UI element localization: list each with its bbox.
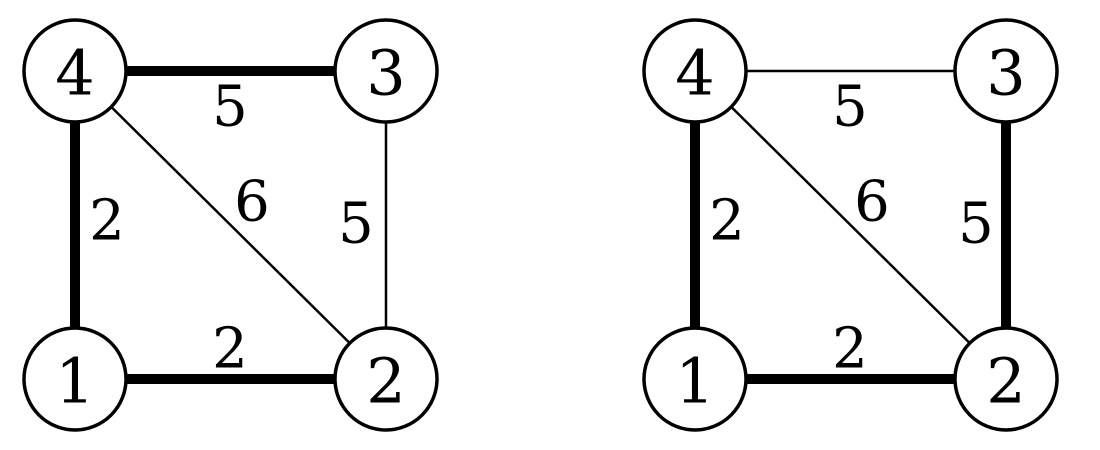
node-label-1: 1: [675, 345, 714, 418]
edge-weight-label-4-1: 2: [89, 189, 125, 254]
edge-weight-label-4-1: 2: [709, 189, 745, 254]
edge-4-2: [730, 105, 971, 345]
graph-left-edge-labels: 5 2 2 6 5: [89, 75, 374, 382]
node-circle-4[interactable]: [642, 18, 748, 124]
node-label-3: 3: [366, 37, 405, 110]
graph-left-edges: [70, 66, 388, 384]
graph-right-edges: [690, 69, 1011, 384]
edge-weight-label-1-2: 2: [212, 317, 248, 382]
node-label-2: 2: [366, 345, 405, 418]
node-2[interactable]: 2: [333, 326, 439, 432]
graph-right: 5 2 2 6 5 4 3 1 2: [642, 18, 1059, 432]
edge-weight-label-4-3: 5: [212, 75, 248, 140]
node-label-2: 2: [986, 345, 1025, 418]
edge-weight-label-3-2: 5: [958, 192, 994, 257]
node-label-4: 4: [55, 37, 94, 110]
graph-right-edge-labels: 5 2 2 6 5: [709, 75, 994, 382]
edge-weight-label-4-2: 6: [234, 170, 270, 235]
node-1[interactable]: 1: [22, 326, 128, 432]
node-circle-3[interactable]: [953, 18, 1059, 124]
node-4[interactable]: 4: [22, 18, 128, 124]
node-4[interactable]: 4: [642, 18, 748, 124]
node-2[interactable]: 2: [953, 326, 1059, 432]
node-circle-4[interactable]: [22, 18, 128, 124]
graph-right-nodes: 4 3 1 2: [642, 18, 1059, 432]
graph-left: 5 2 2 6 5 4 3 1 2: [22, 18, 439, 432]
edge-weight-label-1-2: 2: [832, 317, 868, 382]
node-circle-2[interactable]: [953, 326, 1059, 432]
node-3[interactable]: 3: [333, 18, 439, 124]
node-circle-2[interactable]: [333, 326, 439, 432]
edge-weight-label-3-2: 5: [338, 192, 374, 257]
node-label-3: 3: [986, 37, 1025, 110]
edge-weight-label-4-3: 5: [832, 75, 868, 140]
node-circle-1[interactable]: [642, 326, 748, 432]
graph-left-nodes: 4 3 1 2: [22, 18, 439, 432]
edge-weight-label-4-2: 6: [854, 170, 890, 235]
node-label-4: 4: [675, 37, 714, 110]
edge-4-2: [110, 105, 351, 345]
node-1[interactable]: 1: [642, 326, 748, 432]
node-circle-3[interactable]: [333, 18, 439, 124]
node-3[interactable]: 3: [953, 18, 1059, 124]
panels-layer: 5 2 2 6 5 4 3 1 2 5 2 2 6 5 4 3 1 2: [22, 18, 1059, 432]
node-label-1: 1: [55, 345, 94, 418]
node-circle-1[interactable]: [22, 326, 128, 432]
